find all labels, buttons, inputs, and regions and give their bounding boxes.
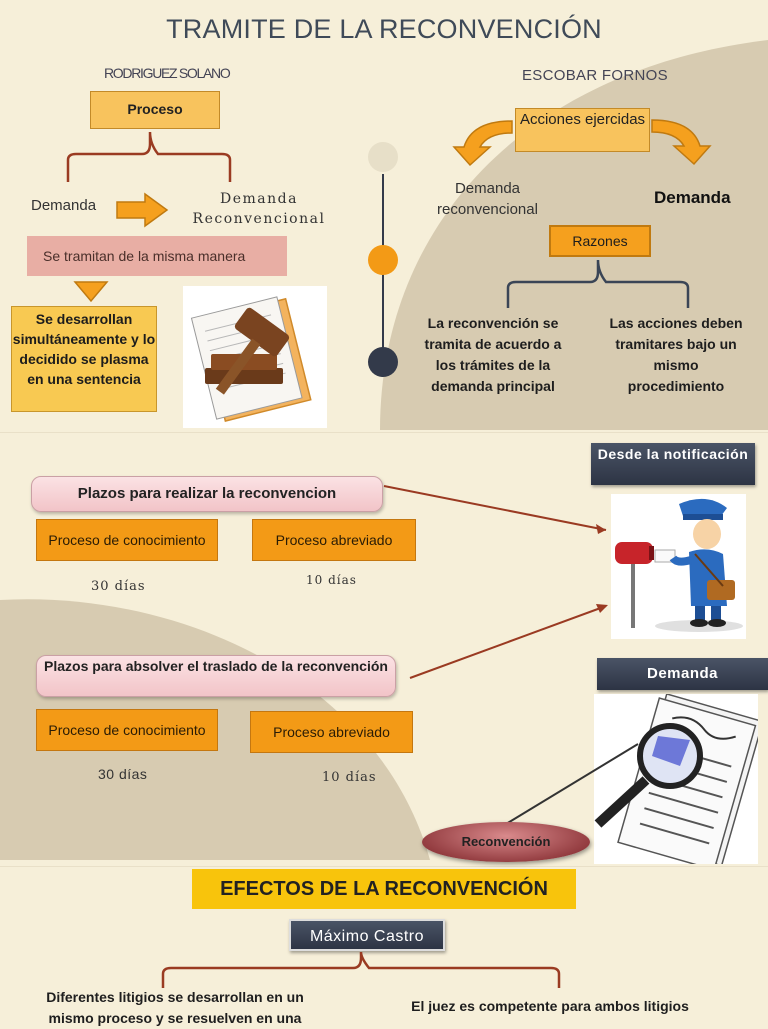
arrow-right-icon xyxy=(116,192,169,228)
reconvencion-pill: Reconvención xyxy=(422,822,590,862)
days-abreviado-2: 10 días xyxy=(322,770,377,785)
proceso-box: Proceso xyxy=(90,91,220,129)
author-left: RODRIGUEZ SOLANO xyxy=(104,65,231,81)
curved-arrow-left-icon xyxy=(452,120,513,167)
triangle-down-icon xyxy=(73,281,109,303)
connector-lines xyxy=(383,485,608,679)
desde-notificacion-label: Desde la notificación xyxy=(591,443,755,485)
proceso-abreviado-1: Proceso abreviado xyxy=(252,519,416,561)
magnifier-document-icon xyxy=(594,694,758,864)
same-manner-bar: Se tramitan de la misma manera xyxy=(27,236,287,276)
gavel-document-icon xyxy=(183,286,327,428)
curved-arrow-right-icon xyxy=(651,119,712,166)
razon-1: La reconvención se tramita de acuerdo a … xyxy=(424,315,562,394)
plazos-absolver-box: Plazos para absolver el traslado de la r… xyxy=(36,655,396,697)
demanda-right: Demanda xyxy=(654,188,731,207)
page-title: TRAMITE DE LA RECONVENCIÓN xyxy=(166,14,602,44)
author-right: ESCOBAR FORNOS xyxy=(522,67,668,84)
razones-box: Razones xyxy=(549,225,651,257)
razones-brace xyxy=(506,259,690,308)
mailman-icon xyxy=(611,494,746,639)
demanda-reconvencional-label: Demanda Reconvencional xyxy=(184,189,334,229)
demanda-label: Demanda xyxy=(31,197,97,214)
timeline xyxy=(368,142,398,377)
days-conocimiento-1: 30 días xyxy=(91,579,146,594)
days-abreviado-1: 10 días xyxy=(306,573,357,587)
demanda-reconvencional-line-2: Reconvencional xyxy=(192,211,326,227)
proceso-conocimiento-1: Proceso de conocimiento xyxy=(36,519,218,561)
efectos-brace xyxy=(161,951,561,988)
efectos-title: EFECTOS DE LA RECONVENCIÓN xyxy=(192,869,576,909)
proceso-brace xyxy=(66,131,232,182)
days-conocimiento-2: 30 días xyxy=(98,766,148,782)
proceso-conocimiento-2: Proceso de conocimiento xyxy=(36,709,218,751)
razon-2: Las acciones deben tramitares bajo un mi… xyxy=(609,315,743,394)
proceso-abreviado-2: Proceso abreviado xyxy=(250,711,413,753)
demanda-label-box: Demanda xyxy=(597,658,768,690)
efectos-right-text: El juez es competente para ambos litigio… xyxy=(411,998,689,1014)
result-box: Se desarrollan simultáneamente y lo deci… xyxy=(11,306,157,412)
demanda-reconvencional-right: Demanda reconvencional xyxy=(437,180,538,218)
efectos-left-text: Diferentes litigios se desarrollan en un… xyxy=(46,989,304,1026)
acciones-box: Acciones ejercidas xyxy=(515,108,650,152)
reconvencion-connector xyxy=(505,743,639,825)
plazos-realizar-box: Plazos para realizar la reconvencion xyxy=(31,476,383,512)
demanda-reconvencional-line-1: Demanda xyxy=(220,191,298,207)
efectos-author: Máximo Castro xyxy=(289,919,445,951)
